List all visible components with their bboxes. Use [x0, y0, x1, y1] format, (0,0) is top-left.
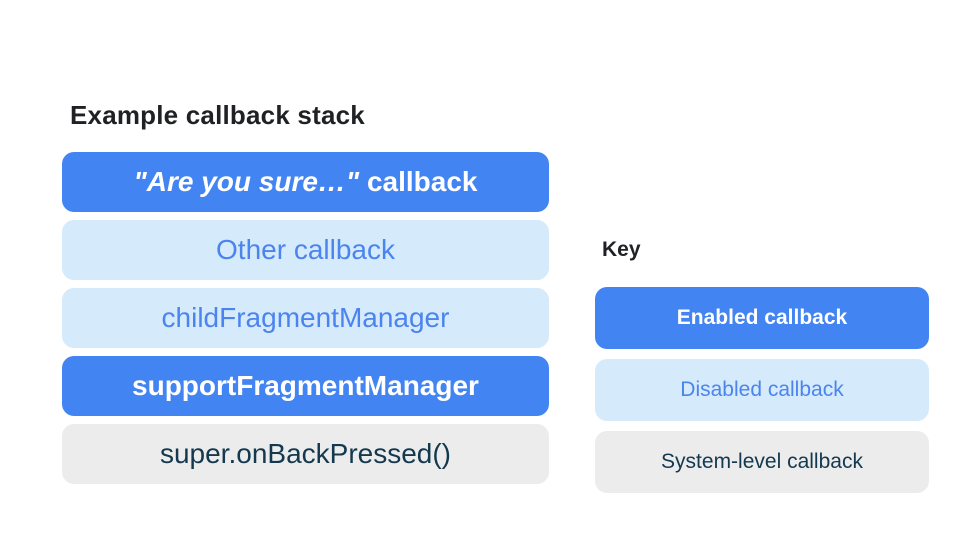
stack-item-are-you-sure-callback: "Are you sure…" callback: [62, 152, 549, 212]
key-legend: Enabled callback Disabled callback Syste…: [595, 287, 929, 493]
callback-stack: "Are you sure…" callback Other callback …: [62, 152, 549, 484]
stack-item-other-callback: Other callback: [62, 220, 549, 280]
stack-item-support-fragment-manager: supportFragmentManager: [62, 356, 549, 416]
key-item-system-level-callback: System-level callback: [595, 431, 929, 493]
page-title: Example callback stack: [70, 100, 365, 130]
stack-item-label-italic: "Are you sure…": [133, 166, 360, 197]
key-heading: Key: [602, 238, 641, 261]
stack-item-child-fragment-manager: childFragmentManager: [62, 288, 549, 348]
stack-item-super-on-back-pressed: super.onBackPressed(): [62, 424, 549, 484]
key-item-disabled-callback: Disabled callback: [595, 359, 929, 421]
stack-item-label: callback: [359, 166, 478, 197]
key-item-enabled-callback: Enabled callback: [595, 287, 929, 349]
